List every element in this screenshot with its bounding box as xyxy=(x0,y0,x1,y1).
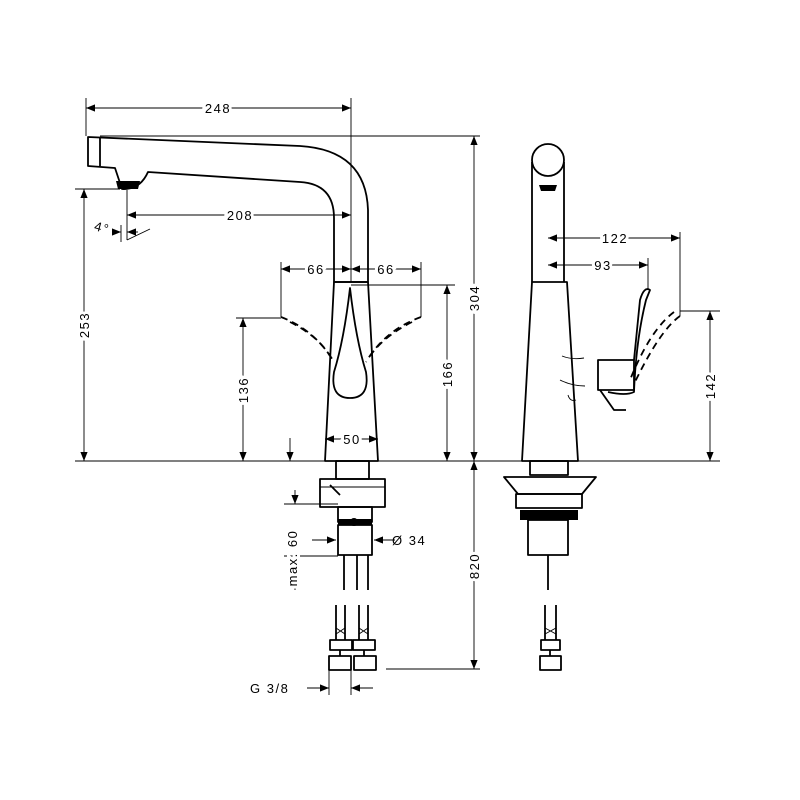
dim-side-lever-height: 142 xyxy=(703,373,718,399)
hose-fitting-left xyxy=(329,639,353,651)
dim-hose-length: 820 xyxy=(467,553,482,579)
front-lever xyxy=(332,287,368,399)
side-column xyxy=(531,162,565,282)
side-view xyxy=(503,143,681,671)
front-flange xyxy=(319,478,386,508)
dim-side-reach-inner: 93 xyxy=(594,258,611,273)
dim-total-height: 304 xyxy=(467,285,482,311)
dim-spout-height: 253 xyxy=(77,312,92,338)
side-flange xyxy=(503,476,597,495)
dim-spout-angle: 4° xyxy=(93,218,112,236)
dim-spout-reach: 208 xyxy=(227,208,253,223)
front-neck xyxy=(335,460,370,480)
side-hose-fitting xyxy=(540,639,561,651)
front-shank xyxy=(337,524,373,556)
lever-swing-right xyxy=(365,316,422,363)
dim-side-reach-outer: 122 xyxy=(602,231,628,246)
side-neck xyxy=(529,460,569,476)
aerator xyxy=(116,181,140,189)
dim-shank-diameter: Ø 34 xyxy=(392,533,426,548)
dim-lever-left: 66 xyxy=(307,262,324,277)
front-body xyxy=(324,281,379,462)
hose-fitting-right xyxy=(352,639,376,651)
dim-body-height: 136 xyxy=(236,377,251,403)
side-lever xyxy=(597,359,635,391)
dim-connection: G 3/8 xyxy=(250,681,289,696)
front-dimensions: 248 208 4° 253 66 66 136 166 30 xyxy=(74,98,485,696)
dim-lever-height: 166 xyxy=(440,361,455,387)
lever-swing-left xyxy=(280,316,335,363)
side-spout-head xyxy=(531,143,565,177)
side-body xyxy=(521,281,579,462)
dim-lever-right: 66 xyxy=(377,262,394,277)
side-shank xyxy=(527,519,569,556)
side-dimensions: 122 93 142 xyxy=(548,228,721,461)
dim-overall-reach: 248 xyxy=(205,101,231,116)
front-view xyxy=(75,136,720,671)
dim-base-diameter: 50 xyxy=(343,432,360,447)
side-lever-swing xyxy=(633,315,681,385)
dim-max-deck: max. 60 xyxy=(285,530,300,587)
